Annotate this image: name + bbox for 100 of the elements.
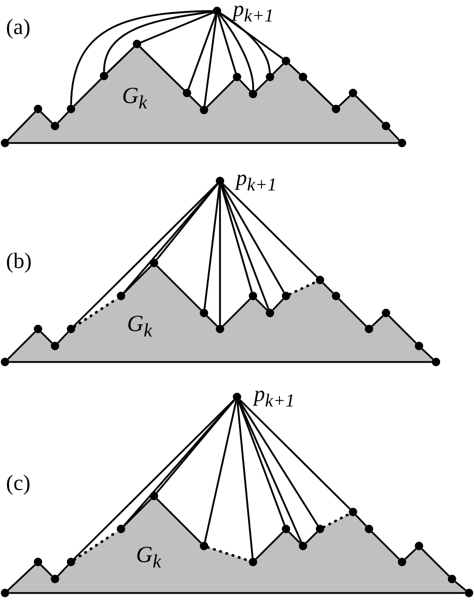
- edge-line: [7, 331, 36, 360]
- edge-line: [9, 592, 465, 594]
- vertex-dot: [66, 324, 76, 334]
- vertex-dot: [66, 104, 76, 114]
- vertex-dot: [182, 88, 192, 98]
- edge-line: [156, 498, 202, 544]
- region-label: G$_{k}$: [127, 312, 152, 341]
- edge-line: [238, 400, 302, 543]
- vertex-label: p$_{k+1}$: [236, 167, 277, 194]
- vertex-dot: [34, 104, 42, 114]
- edge-line: [188, 14, 216, 90]
- edge-line: [204, 185, 220, 309]
- panel-label: (b): [6, 250, 32, 272]
- vertex-dot: [398, 138, 406, 148]
- edge-line: [40, 111, 53, 124]
- vertex-dot: [348, 508, 358, 516]
- edge-line: [73, 78, 102, 107]
- region-label: G$_{k}$: [122, 84, 148, 113]
- edge-line: [221, 184, 285, 293]
- vertex-dot: [464, 588, 474, 598]
- edge-line: [255, 531, 284, 560]
- edge-line: [454, 580, 466, 592]
- vertex-dot: [282, 524, 290, 534]
- edge-line: [421, 548, 450, 577]
- edge-line: [371, 315, 384, 327]
- edge-line: [322, 282, 334, 294]
- edge-line: [9, 142, 398, 144]
- edge-line: [206, 79, 235, 108]
- edge-line: [220, 12, 284, 60]
- edge-line: [305, 79, 334, 107]
- vertex-dot: [414, 542, 424, 550]
- edge-line: [238, 400, 319, 526]
- edge-line: [255, 298, 268, 311]
- edge-line: [9, 361, 432, 363]
- edge-line: [238, 400, 286, 526]
- vertex-dot: [248, 292, 258, 300]
- edge-line: [355, 514, 367, 527]
- edge-line: [236, 401, 254, 558]
- edge-line: [103, 10, 213, 72]
- edge-line: [404, 548, 417, 560]
- vertex-dot: [150, 492, 158, 500]
- edge-line: [156, 184, 218, 260]
- edge-line: [73, 183, 218, 327]
- edge-line: [239, 79, 251, 92]
- vertex-dot: [348, 88, 358, 98]
- vertex-dot: [282, 56, 290, 66]
- edge-line: [255, 79, 268, 92]
- edge-line: [272, 63, 284, 75]
- edge-line: [70, 10, 213, 105]
- edge-line: [338, 298, 367, 327]
- vertex-dot: [0, 358, 10, 366]
- edge-line: [156, 400, 235, 494]
- edge-line: [204, 400, 237, 542]
- panel-label: (c): [6, 472, 30, 494]
- edge-line: [288, 63, 301, 75]
- vertex-dot: [266, 72, 274, 82]
- edge-line: [57, 564, 69, 577]
- vertex-dot: [150, 258, 158, 268]
- edge-line: [106, 46, 135, 74]
- vertex-dot: [432, 358, 440, 366]
- edge-line: [123, 498, 152, 527]
- edge-line: [7, 564, 36, 591]
- edge-line: [57, 331, 69, 344]
- edge-line: [288, 280, 318, 296]
- edge-line: [421, 348, 434, 360]
- edge-line: [156, 265, 202, 311]
- edge-line: [388, 128, 400, 141]
- vertex-dot: [316, 524, 324, 534]
- edge-line: [220, 184, 270, 310]
- vertex-dot: [332, 292, 340, 300]
- vertex-dot: [0, 588, 10, 598]
- vertex-dot: [0, 138, 10, 148]
- vertex-dot: [100, 72, 108, 80]
- edge-line: [220, 184, 253, 292]
- edge-line: [123, 265, 152, 294]
- vertex-dot: [212, 6, 222, 16]
- vertex-dot: [282, 292, 290, 300]
- edge-line: [305, 531, 318, 544]
- edge-line: [73, 399, 235, 560]
- vertex-dot: [232, 392, 242, 402]
- vertex-dot: [232, 72, 242, 82]
- edge-line: [40, 564, 53, 577]
- edge-line: [355, 95, 384, 124]
- vertex-label: p$_{k+1}$: [254, 383, 295, 410]
- vertex-dot: [200, 308, 208, 318]
- edge-line: [217, 14, 237, 74]
- panel-label: (a): [6, 16, 30, 38]
- edge-line: [222, 298, 251, 327]
- edge-line: [220, 12, 271, 73]
- edge-line: [272, 298, 284, 311]
- vertex-dot: [34, 324, 42, 334]
- edge-line: [7, 111, 36, 141]
- edge-line: [206, 315, 218, 327]
- edge-line: [40, 331, 53, 344]
- edge-line: [123, 400, 235, 526]
- edge-line: [371, 531, 400, 560]
- vertex-dot: [382, 308, 390, 318]
- vertex-dot: [34, 558, 42, 566]
- vertex-dot: [316, 276, 324, 284]
- vertex-dot: [132, 40, 142, 48]
